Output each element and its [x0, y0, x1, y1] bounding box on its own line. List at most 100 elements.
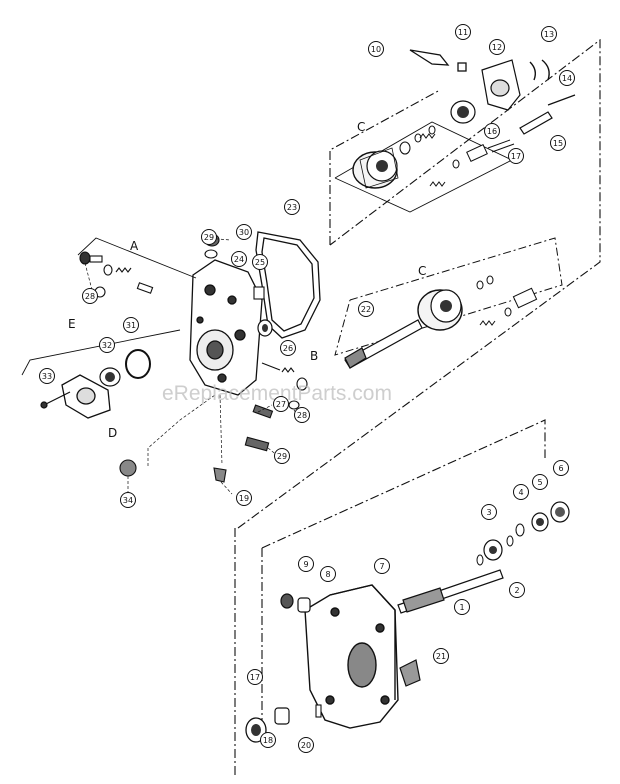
- group-label-c-upper: C: [357, 120, 365, 134]
- fitting-21: [399, 659, 421, 687]
- lower-assembly-boundary: [261, 419, 546, 720]
- callout-circle: [320, 566, 336, 582]
- retainer-clips: [529, 59, 550, 81]
- callout-25: 25: [252, 254, 268, 270]
- group-a-boundary: [77, 237, 197, 279]
- callout-18: 18: [260, 732, 276, 748]
- callout-6: 6: [553, 460, 569, 476]
- callout-3: 3: [481, 504, 497, 520]
- callout-circle: [294, 407, 310, 423]
- callout-number: 7: [379, 562, 384, 571]
- callout-circle: [247, 669, 263, 685]
- callout-circle: [298, 737, 314, 753]
- center-housing: [189, 259, 263, 396]
- upper-springs: [399, 125, 488, 187]
- callout-number: 1: [459, 603, 464, 612]
- callout-circle: [358, 301, 374, 317]
- callout-number: 8: [325, 570, 330, 579]
- callout-number: 33: [42, 372, 52, 381]
- callout-circle: [123, 317, 139, 333]
- o-ring-31: [125, 349, 151, 379]
- callout-number: 18: [263, 736, 273, 745]
- callout-31: 31: [123, 317, 139, 333]
- callout-circle: [455, 24, 471, 40]
- group-label-e: E: [68, 317, 76, 331]
- check-valve-a: [79, 251, 154, 294]
- callout-number: 17: [511, 152, 521, 161]
- callout-number: 27: [276, 400, 286, 409]
- gear-parts-8-9: [280, 593, 311, 613]
- callout-circle: [559, 70, 575, 86]
- callout-circle: [532, 474, 548, 490]
- callout-circle: [201, 229, 217, 245]
- upper-rotor-block: [352, 147, 399, 189]
- control-bracket: [481, 59, 521, 111]
- callout-number: 3: [486, 508, 491, 517]
- group-label-b: B: [310, 349, 318, 363]
- callout-number: 29: [277, 452, 287, 461]
- screw-33: [40, 391, 71, 409]
- callout-20: 20: [298, 737, 314, 753]
- end-cover: [61, 374, 111, 419]
- callout-17: 17: [508, 148, 524, 164]
- small-pins: [487, 139, 515, 153]
- callout-number: 6: [558, 464, 563, 473]
- callout-number: 29: [204, 233, 214, 242]
- shaft-bearings: [476, 501, 570, 566]
- callout-circle: [368, 41, 384, 57]
- callout-circle: [273, 396, 289, 412]
- callout-17: 17: [247, 669, 263, 685]
- callout-number: 14: [562, 74, 572, 83]
- center-bearing: [257, 319, 273, 337]
- callout-circle: [374, 558, 390, 574]
- callout-circle: [280, 340, 296, 356]
- callout-number: 19: [239, 494, 249, 503]
- callout-10: 10: [368, 41, 384, 57]
- callout-5: 5: [532, 474, 548, 490]
- control-shaft: [519, 94, 576, 135]
- gear-housing: [304, 584, 399, 729]
- lower-rotor-block: [417, 289, 463, 331]
- callout-circle: [82, 288, 98, 304]
- callout-26: 26: [280, 340, 296, 356]
- callout-number: 21: [436, 652, 446, 661]
- callout-30: 30: [236, 224, 252, 240]
- group-e-boundary: [21, 329, 181, 376]
- callout-circle: [553, 460, 569, 476]
- callout-9: 9: [298, 556, 314, 572]
- callout-circle: [541, 26, 557, 42]
- callout-28: 28: [294, 407, 310, 423]
- callout-1: 1: [454, 599, 470, 615]
- callout-circle: [513, 484, 529, 500]
- callout-19: 19: [236, 490, 252, 506]
- check-valve-b: [261, 362, 308, 391]
- pin-20: [315, 704, 322, 718]
- callout-number: 24: [234, 255, 244, 264]
- callout-circle: [252, 254, 268, 270]
- callout-circle: [39, 368, 55, 384]
- callout-circle: [284, 199, 300, 215]
- callout-circle: [99, 337, 115, 353]
- callout-number: 2: [514, 586, 519, 595]
- callout-number: 23: [287, 203, 297, 212]
- callout-7: 7: [374, 558, 390, 574]
- callout-32: 32: [99, 337, 115, 353]
- callout-8: 8: [320, 566, 336, 582]
- callout-number: 34: [123, 496, 133, 505]
- callout-number: 4: [518, 488, 523, 497]
- group-label-d: D: [108, 426, 117, 440]
- callout-27: 27: [273, 396, 289, 412]
- callout-circle: [489, 39, 505, 55]
- callout-circle: [433, 648, 449, 664]
- upper-seal: [450, 100, 476, 124]
- callout-circle: [481, 504, 497, 520]
- callout-circle: [508, 148, 524, 164]
- callout-28: 28: [82, 288, 98, 304]
- callout-number: 30: [239, 228, 249, 237]
- callout-number: 20: [301, 741, 311, 750]
- callout-circle: [454, 599, 470, 615]
- callout-number: 31: [126, 321, 136, 330]
- callout-34: 34: [120, 492, 136, 508]
- lower-springs: [476, 275, 538, 326]
